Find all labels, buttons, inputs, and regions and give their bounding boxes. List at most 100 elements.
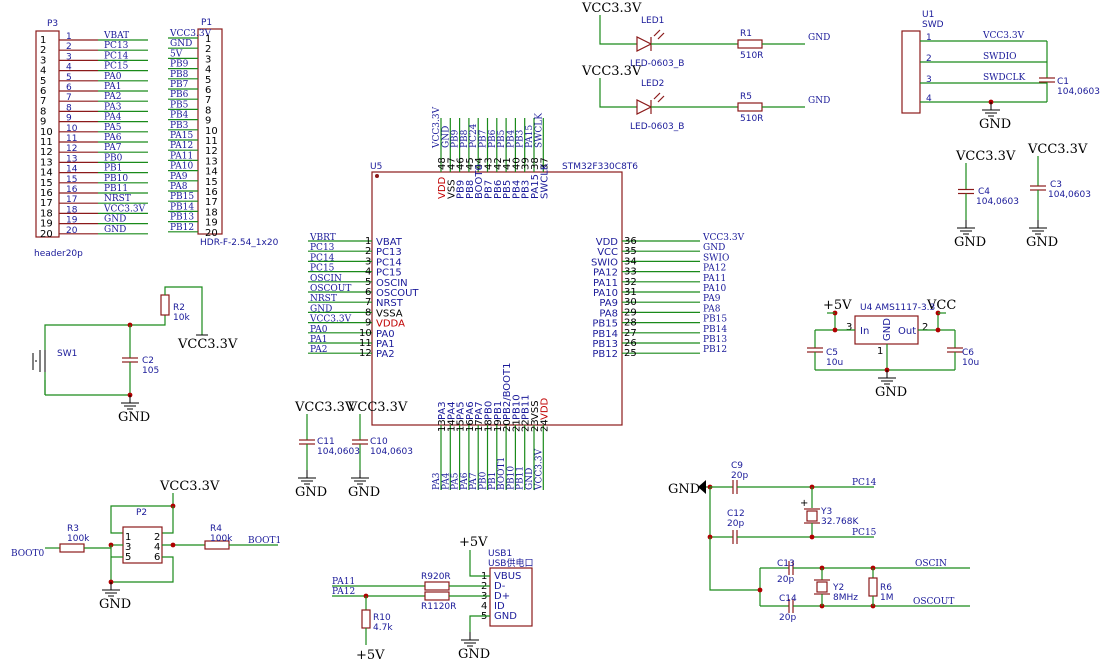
pin-number: 10 [359,328,372,339]
net-label: PB3 [516,129,526,148]
pin-number: 12 [40,147,53,158]
pin-number: 18 [40,208,53,219]
power-label: VCC3.3V [347,400,408,415]
part-ref: C4 [978,187,990,197]
net-label: PA9 [170,172,188,182]
pin-name: BOOT0 [474,164,485,199]
pin-name: PA11 [593,278,618,289]
net-label: PA4 [441,472,451,490]
pin-number: 14 [66,165,78,175]
pin-name: PA6 [465,401,476,420]
net-label: PA8 [703,304,721,314]
pin-number: 1 [125,532,131,543]
pin-number: 48 [437,157,448,170]
pin-number: 43 [484,157,495,170]
pin-number: 16 [66,185,78,195]
junction-dot [935,327,941,333]
part-value: 510R [740,114,763,124]
net-label: PA5 [104,123,122,133]
net-label: PA2 [310,345,327,355]
pin-number: 18 [484,419,495,432]
pin-name: PB8 [465,180,476,199]
junction-dot [170,542,176,548]
part-value: LED-0603_B [630,122,684,132]
part-value: 105 [142,366,159,376]
part-ref: C3 [1050,180,1062,190]
ground-label: GND [295,485,327,500]
power-label: +5V [356,648,385,663]
pin-number: 4 [205,65,211,76]
pin-number: 16 [205,187,218,198]
pin-number: 44 [474,157,485,170]
part-value: 104,0603 [1048,190,1091,200]
pin-number: 6 [205,85,211,96]
pin-name: VSSA [376,308,403,319]
pin-name: PA3 [437,401,448,420]
ground-label: GND [979,117,1011,132]
part-value: 104,0603 [317,447,360,457]
net-label: PC14 [852,478,877,488]
pin-number: 19 [493,419,504,432]
pin-name: PB9 [456,180,467,199]
wire [469,550,490,577]
net-label: PA8 [170,182,188,192]
pin-number: 15 [66,175,77,185]
net-label: PB13 [703,335,727,345]
pin-number: 33 [624,267,637,278]
net-label: PC24 [469,123,479,148]
pin-number: 15 [456,419,467,432]
pin-name: SWIO [591,257,618,268]
net-label: PB12 [170,223,194,233]
pin-number: 27 [624,328,637,339]
pin-number: 13 [205,156,218,167]
pin-name: GND [494,611,517,622]
pin-number: 2 [922,322,928,333]
pin-name: PA10 [593,288,618,299]
part-value: 32.768K [821,517,859,527]
led-arrow [653,29,661,37]
net-label: PA7 [104,143,122,153]
part-ref: R3 [67,524,79,534]
net-label: OSCIN [310,274,342,284]
power-label: VCC3.3V [159,479,220,494]
crystal-body [806,510,818,522]
part-ref: LED2 [641,79,664,89]
pin-number: 4 [154,542,160,553]
part-ref: R2 [173,303,185,313]
pin-number: 45 [465,157,476,170]
part-ref: R1 [740,29,752,39]
pin-number: 1 [926,33,932,43]
part-ref: U4 AMS1117-3.3 [860,303,935,313]
part-value: 1M [880,593,894,603]
net-label: GND [703,243,725,253]
pin-number: 3 [926,75,932,85]
pin-number: 12 [205,146,218,157]
ground-label: GND [1026,235,1058,250]
net-label: PA3 [104,102,122,112]
pin-number: 2 [40,45,46,56]
led-arrow [657,32,665,40]
net-label: PB6 [170,90,189,100]
net-label: SWDIO [983,52,1017,62]
net-label: PA0 [104,72,122,82]
power-label: VCC3.3V [294,400,355,415]
part-ref: Y2 [832,583,844,593]
pin-number: 20 [205,228,218,239]
part-value: 20p [727,519,744,529]
pin-number: 4 [926,94,932,104]
part-ref: C14 [779,594,797,604]
pin-number: 3 [846,322,852,333]
pin-number: 20 [502,419,513,432]
net-label: PB5 [497,129,507,148]
wire [599,78,637,108]
resistor-body [868,577,878,597]
pin-number: 2 [205,44,211,55]
pin-name: GND [882,318,893,341]
pin-number: 18 [205,207,218,218]
pin-name: ID [494,601,505,612]
